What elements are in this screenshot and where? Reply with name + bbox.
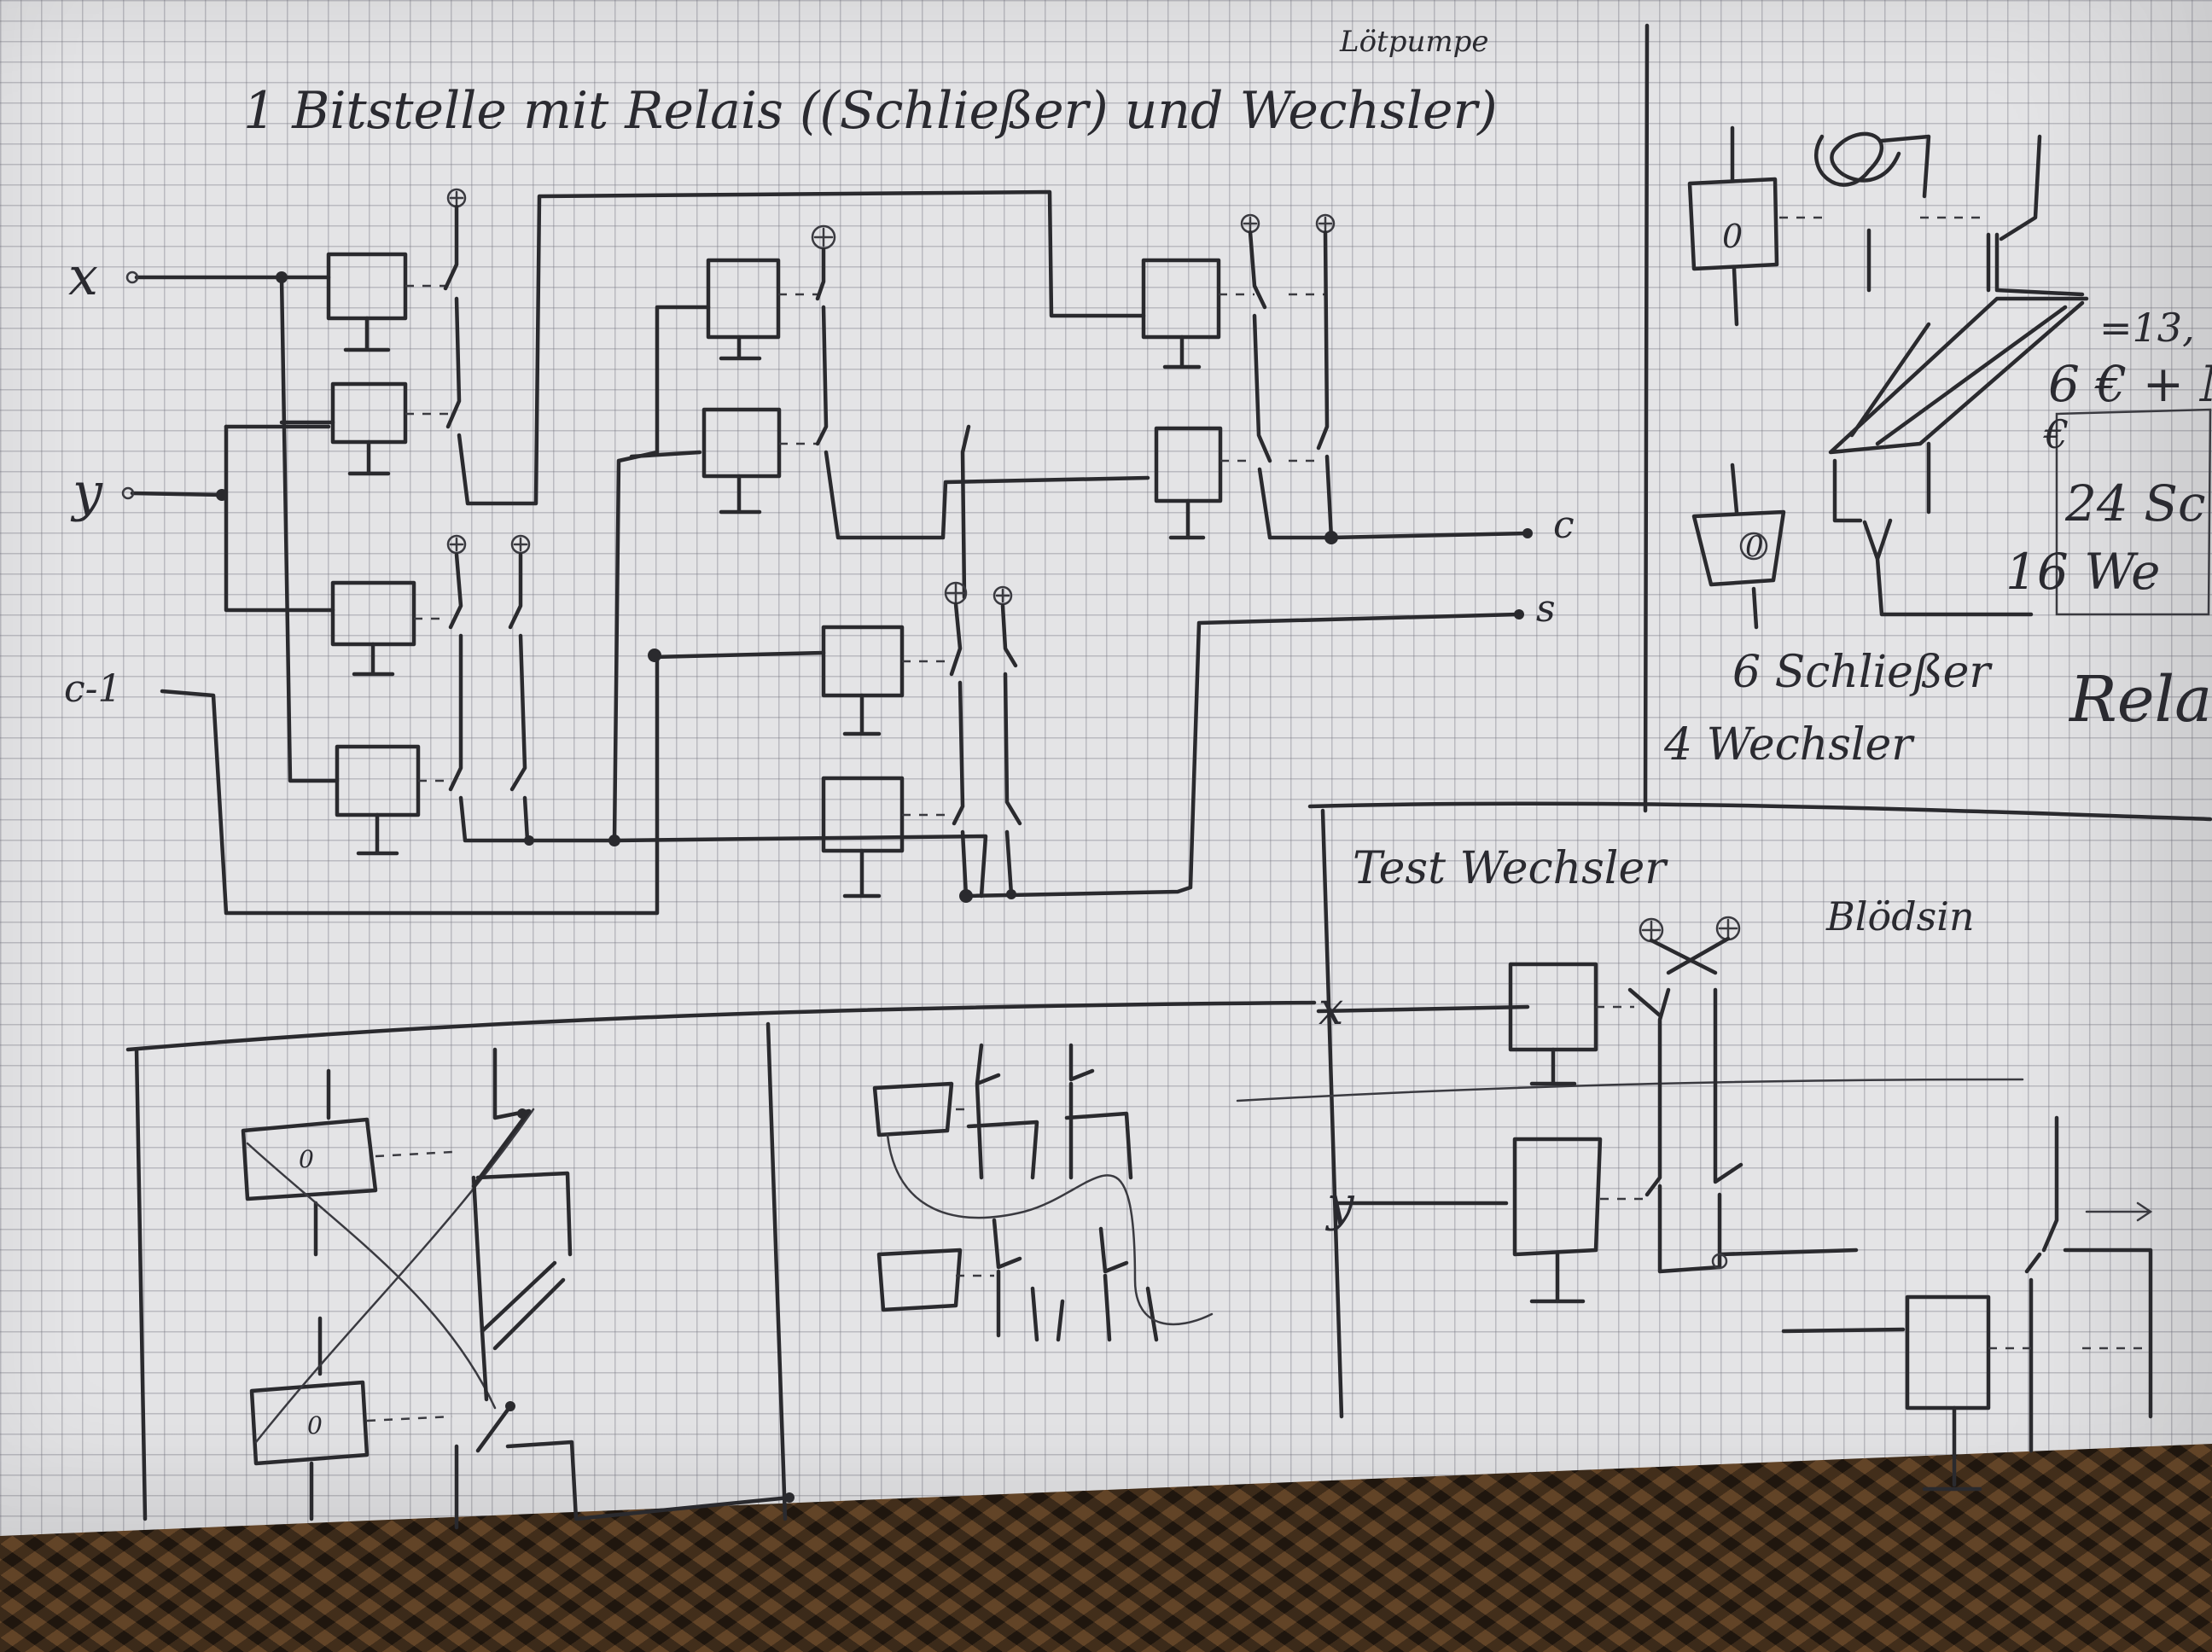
label-input-y: y — [70, 461, 103, 523]
test-wechsler-title: Test Wechsler — [1353, 843, 1668, 894]
terminal-x — [125, 270, 139, 284]
relay-zero-label: 0 — [1745, 530, 1764, 564]
summary-line-2: 4 Wechsler — [1663, 719, 1915, 771]
main-circuit — [121, 188, 1533, 916]
count-note-1: 24 Sc — [2064, 474, 2205, 532]
label-output-c: c — [1553, 503, 1575, 547]
price-note-3: € — [2042, 411, 2069, 457]
test-wechsler-sketch — [1316, 916, 2153, 1492]
count-note-2: 16 We — [2005, 543, 2160, 601]
label-output-s: s — [1536, 587, 1556, 631]
price-note-2: 6 € + M — [2048, 355, 2212, 413]
relay-zero-label: 0 — [307, 1411, 323, 1440]
test-label-x: x — [1318, 984, 1343, 1035]
top-right-cost-sketch — [1687, 125, 2212, 630]
bottom-left-sketch — [241, 1047, 795, 1530]
test-label-y: y — [1324, 1177, 1355, 1232]
price-note-1: =13, — [2099, 305, 2195, 351]
terminal-y — [121, 486, 135, 500]
relais-label: Relai — [2068, 663, 2212, 736]
section-dividers — [125, 23, 2212, 1521]
label-input-carry: c-1 — [64, 667, 122, 711]
top-note: Lötpumpe — [1339, 25, 1489, 59]
test-note: Blödsin — [1825, 893, 1975, 939]
bottom-middle-sketch — [872, 1043, 1214, 1342]
circuit-title: 1 Bitstelle mit Relais ((Schließer) und … — [243, 81, 1498, 141]
summary-line-1: 6 Schließer — [1732, 647, 1993, 698]
relay-zero-label: 0 — [1722, 218, 1743, 255]
label-input-x: x — [68, 245, 98, 307]
relay-zero-label: 0 — [299, 1145, 314, 1173]
